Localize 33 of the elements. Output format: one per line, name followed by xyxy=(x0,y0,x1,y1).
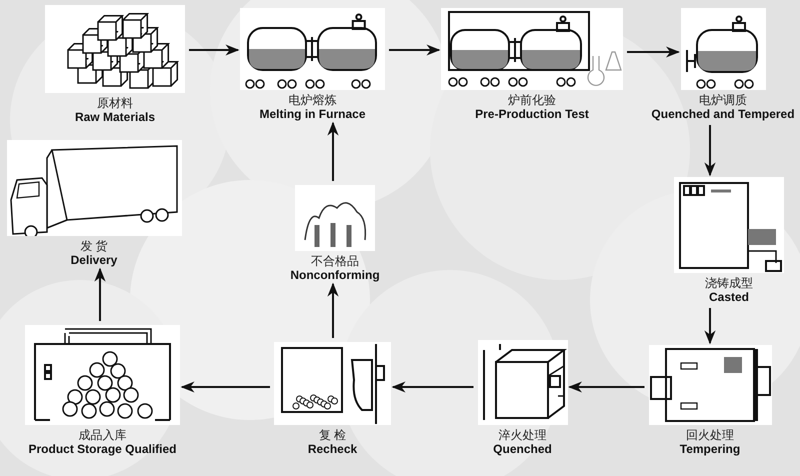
arrow xyxy=(189,44,240,56)
step-label: Quenched xyxy=(493,442,552,456)
arrow xyxy=(392,381,474,393)
arrow xyxy=(627,46,680,58)
step-label-chinese: 浇铸成型 xyxy=(705,276,753,290)
step-label: Recheck xyxy=(308,442,358,456)
step-label-chinese: 原材料 xyxy=(97,96,133,110)
step-label: Delivery xyxy=(70,253,118,267)
step-label-chinese: 发 货 xyxy=(80,239,108,253)
step-label: Raw Materials xyxy=(74,110,156,124)
step-label-chinese: 电炉调质 xyxy=(699,93,747,107)
step-label: Tempering xyxy=(680,442,740,456)
step-label-chinese: 回火处理 xyxy=(686,428,734,442)
step-label-chinese: 炉前化验 xyxy=(508,93,556,107)
arrow xyxy=(327,122,339,181)
step-label: Pre-Production Test xyxy=(475,107,589,121)
step-label: Melting in Furnace xyxy=(259,107,366,121)
step-label: Casted xyxy=(708,290,749,304)
arrow xyxy=(389,44,440,56)
arrow xyxy=(180,381,270,393)
arrow xyxy=(704,125,716,176)
step-label-chinese: 不合格品 xyxy=(311,254,359,268)
arrow xyxy=(94,268,106,321)
step-label-chinese: 复 检 xyxy=(318,428,346,442)
step-label: Nonconforming xyxy=(290,268,380,282)
step-label-chinese: 成品入库 xyxy=(78,428,126,442)
step-label: Product Storage Qualified xyxy=(28,442,177,456)
step-label-chinese: 淬火处理 xyxy=(498,428,546,442)
arrow xyxy=(704,308,716,344)
step-label: Quenched and Tempered xyxy=(651,107,795,121)
arrow xyxy=(568,381,644,393)
arrow xyxy=(327,282,339,338)
step-label-chinese: 电炉熔炼 xyxy=(288,93,336,107)
